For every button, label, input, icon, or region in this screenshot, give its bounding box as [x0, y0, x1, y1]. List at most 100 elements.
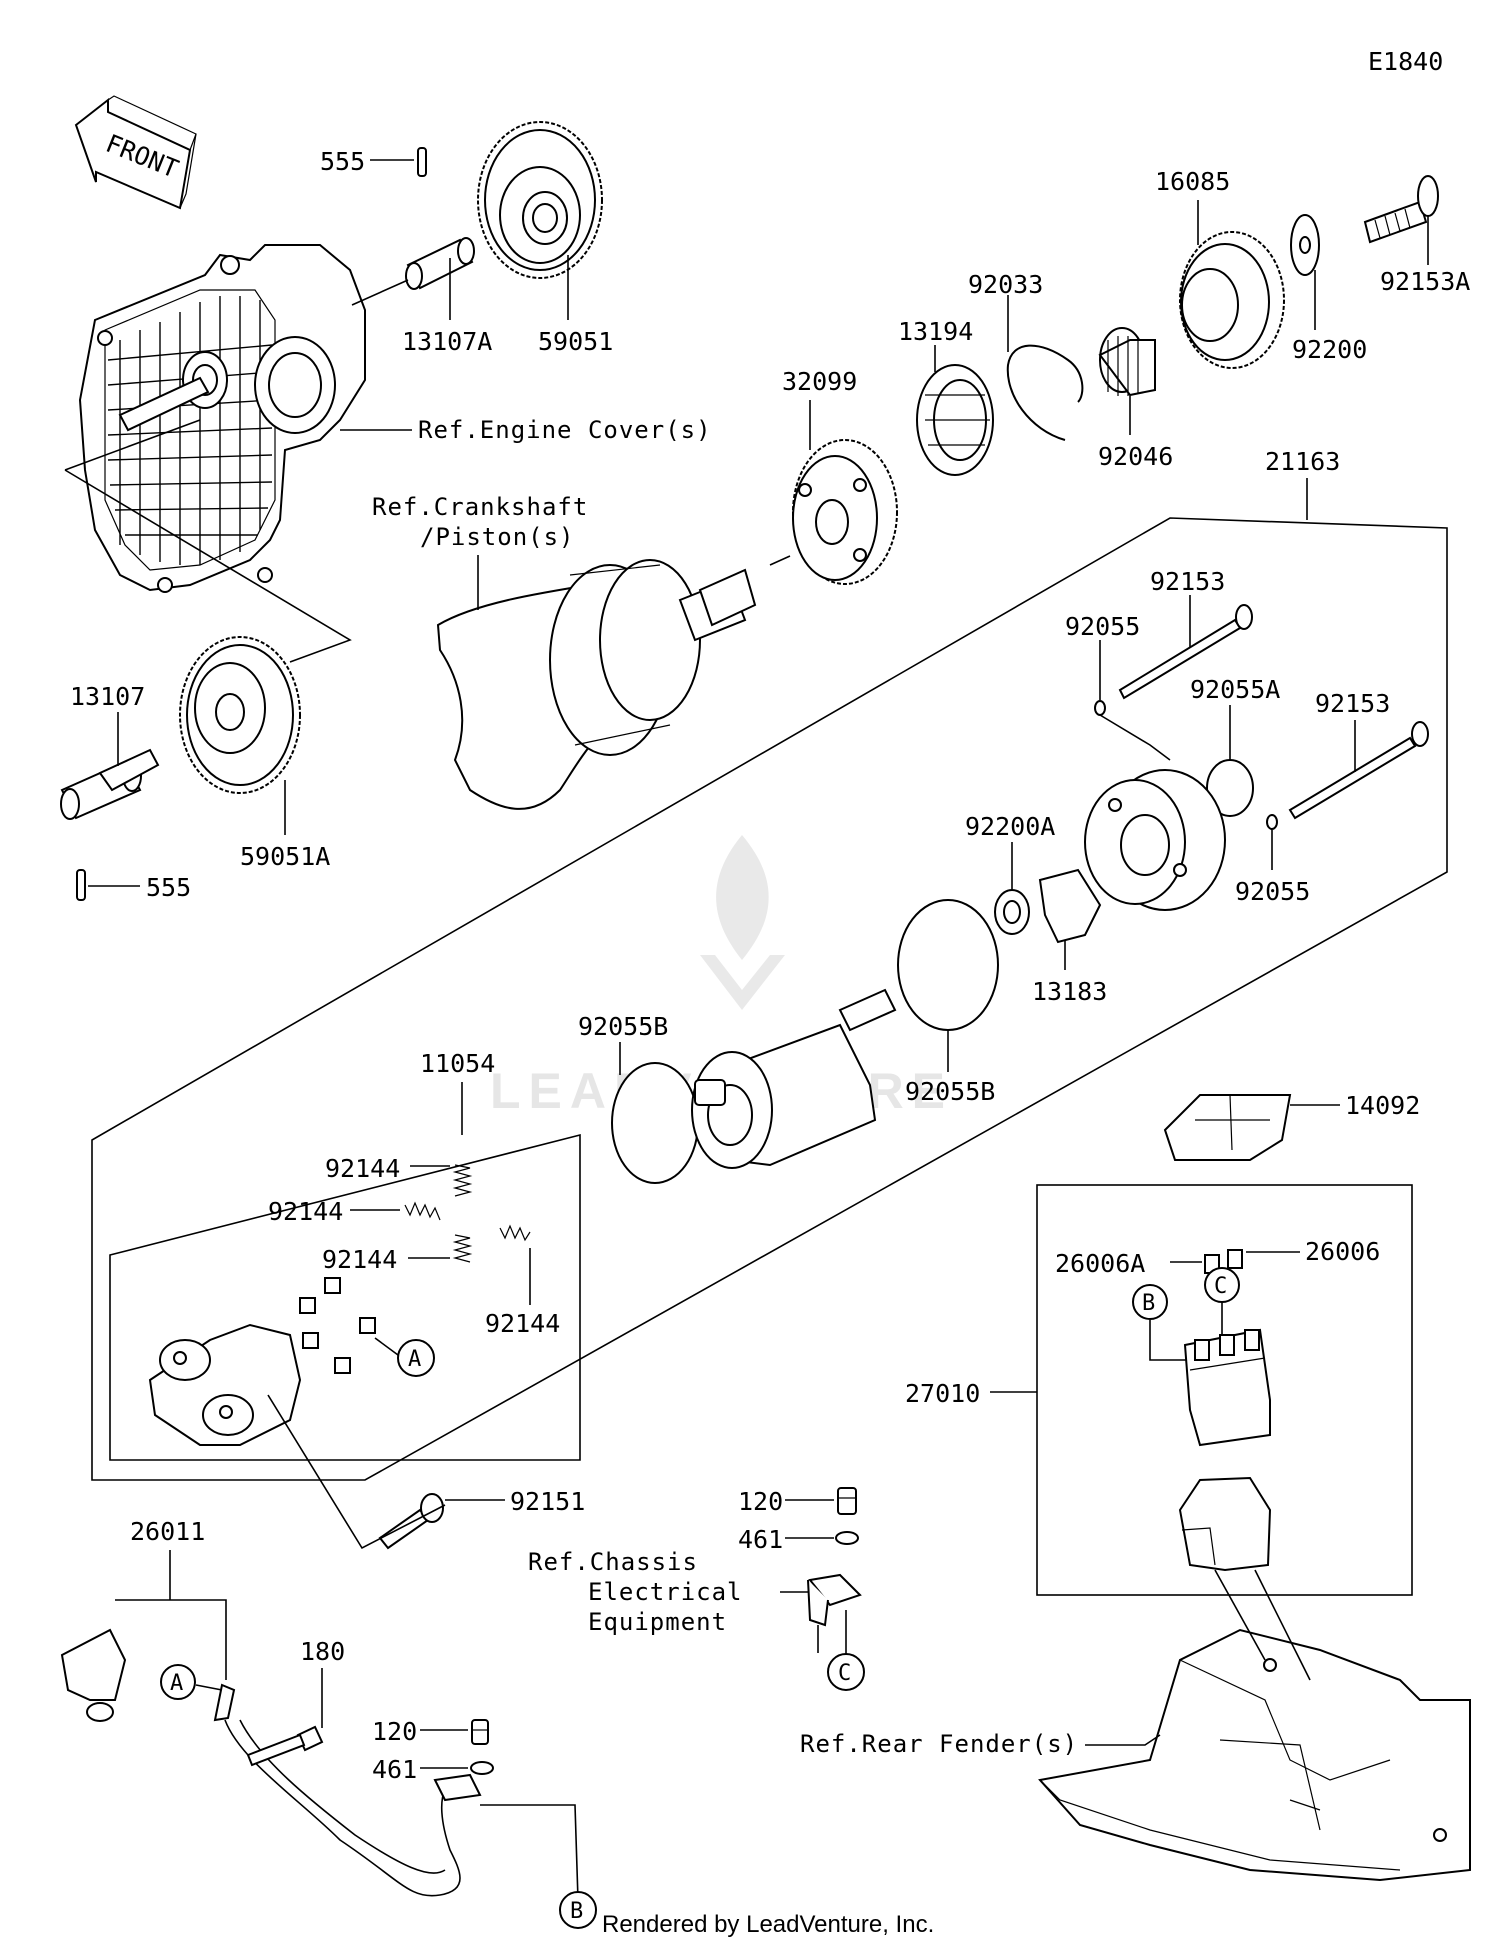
label-180: 180 [300, 1637, 345, 1666]
label-92151: 92151 [510, 1487, 585, 1516]
starter-cable [213, 1683, 482, 1897]
shaft-13107 [60, 748, 160, 820]
ref-chassis-2: Electrical [588, 1578, 743, 1606]
label-26006A: 26006A [1055, 1249, 1145, 1278]
bearing-92046 [1098, 327, 1156, 397]
label-92153A: 92153A [1380, 267, 1470, 296]
label-27010: 27010 [905, 1379, 980, 1408]
ref-chassis-3: Equipment [588, 1608, 727, 1636]
label-92055B-b: 92055B [905, 1077, 995, 1106]
label-120-b: 120 [372, 1717, 417, 1746]
label-92144-d: 92144 [485, 1309, 560, 1338]
callout-c-chassis-label: C [838, 1661, 851, 1686]
label-92144-a: 92144 [325, 1154, 400, 1183]
callout-b-relay [1132, 1284, 1168, 1320]
spring-92144-a [452, 1164, 473, 1197]
ref-crankshaft-2: /Piston(s) [420, 523, 575, 551]
label-13107A: 13107A [402, 327, 492, 356]
label-461-b: 461 [372, 1755, 417, 1784]
diagram-id: E1840 [1368, 47, 1443, 76]
gear-32099 [792, 439, 898, 585]
callout-a-cable-label: A [170, 1671, 183, 1696]
cable-boot-26011 [60, 1628, 127, 1722]
box-27010 [1036, 1184, 1413, 1596]
bolt-180 [246, 1725, 324, 1767]
cover-14092 [1163, 1094, 1292, 1161]
label-92033: 92033 [968, 270, 1043, 299]
oring-92055B-a [611, 1062, 699, 1184]
front-arrow: FRONT [74, 95, 197, 210]
callout-a-brush [397, 1339, 435, 1377]
starter-relay [1183, 1328, 1271, 1447]
washer-92200A [994, 889, 1030, 935]
washer-461-b [470, 1761, 494, 1775]
callout-a-brush-label: A [408, 1347, 421, 1372]
label-16085: 16085 [1155, 167, 1230, 196]
label-92200A: 92200A [965, 812, 1055, 841]
callout-a-cable [160, 1664, 196, 1700]
engine-cover-housing [78, 244, 366, 593]
bolt-120-a [837, 1487, 857, 1515]
ref-engine-cover: Ref.Engine Cover(s) [418, 416, 712, 444]
label-555-top: 555 [320, 147, 365, 176]
bracket-21163 [91, 517, 1448, 1481]
box-11054 [109, 1133, 581, 1461]
label-92055-b: 92055 [1235, 877, 1310, 906]
clutch-13194 [916, 364, 994, 476]
crankshaft [436, 559, 757, 810]
label-92144-c: 92144 [322, 1245, 397, 1274]
brush-holder-plate [148, 1277, 376, 1446]
ground-terminal-chassis [807, 1573, 862, 1627]
label-92153-b: 92153 [1315, 689, 1390, 718]
label-21163: 21163 [1265, 447, 1340, 476]
gear-59051 [477, 121, 603, 279]
callout-b-cable [559, 1891, 597, 1929]
callout-b-relay-label: B [1142, 1291, 1155, 1316]
label-59051A: 59051A [240, 842, 330, 871]
pin-555-bottom [76, 869, 86, 901]
label-92046: 92046 [1098, 442, 1173, 471]
bolt-120-b [471, 1719, 489, 1745]
oring-92055-a [1094, 700, 1106, 716]
gear-59051A [179, 636, 301, 794]
label-32099: 32099 [782, 367, 857, 396]
label-13107: 13107 [70, 682, 145, 711]
label-92200: 92200 [1292, 335, 1367, 364]
label-13183: 13183 [1032, 977, 1107, 1006]
fuse-26006 [1227, 1249, 1243, 1269]
bolt-92153A [1363, 175, 1439, 244]
label-92153-a: 92153 [1150, 567, 1225, 596]
circlip-92033 [1006, 344, 1084, 441]
label-461-a: 461 [738, 1525, 783, 1554]
oring-92055-b [1266, 814, 1278, 830]
label-26006: 26006 [1305, 1237, 1380, 1266]
starter-end-cover [1084, 769, 1226, 911]
ref-rear-fender: Ref.Rear Fender(s) [800, 1730, 1078, 1758]
gear-16085 [1179, 231, 1285, 369]
label-92055-a: 92055 [1065, 612, 1140, 641]
washer-461-a [835, 1531, 859, 1545]
starter-armature [691, 988, 897, 1169]
ref-crankshaft-1: Ref.Crankshaft [372, 493, 588, 521]
callout-c-relay-label: C [1214, 1274, 1227, 1299]
bolt-92151 [378, 1493, 444, 1550]
label-59051: 59051 [538, 327, 613, 356]
washer-92200 [1290, 214, 1320, 276]
bolt-92153-a [1118, 604, 1253, 700]
label-120-a: 120 [738, 1487, 783, 1516]
label-14092: 14092 [1345, 1091, 1420, 1120]
relay-holder [1178, 1476, 1272, 1572]
label-26011: 26011 [130, 1517, 205, 1546]
spring-92144-d [499, 1224, 531, 1242]
spring-92144-b [404, 1201, 441, 1221]
ref-chassis-1: Ref.Chassis [528, 1548, 698, 1576]
shaft-13107A [405, 237, 475, 290]
label-11054: 11054 [420, 1049, 495, 1078]
pin-555-top [417, 147, 427, 177]
label-92055B-a: 92055B [578, 1012, 668, 1041]
spring-92144-c [452, 1234, 473, 1263]
label-555-bottom: 555 [146, 873, 191, 902]
footer-credit: Rendered by LeadVenture, Inc. [602, 1911, 934, 1938]
